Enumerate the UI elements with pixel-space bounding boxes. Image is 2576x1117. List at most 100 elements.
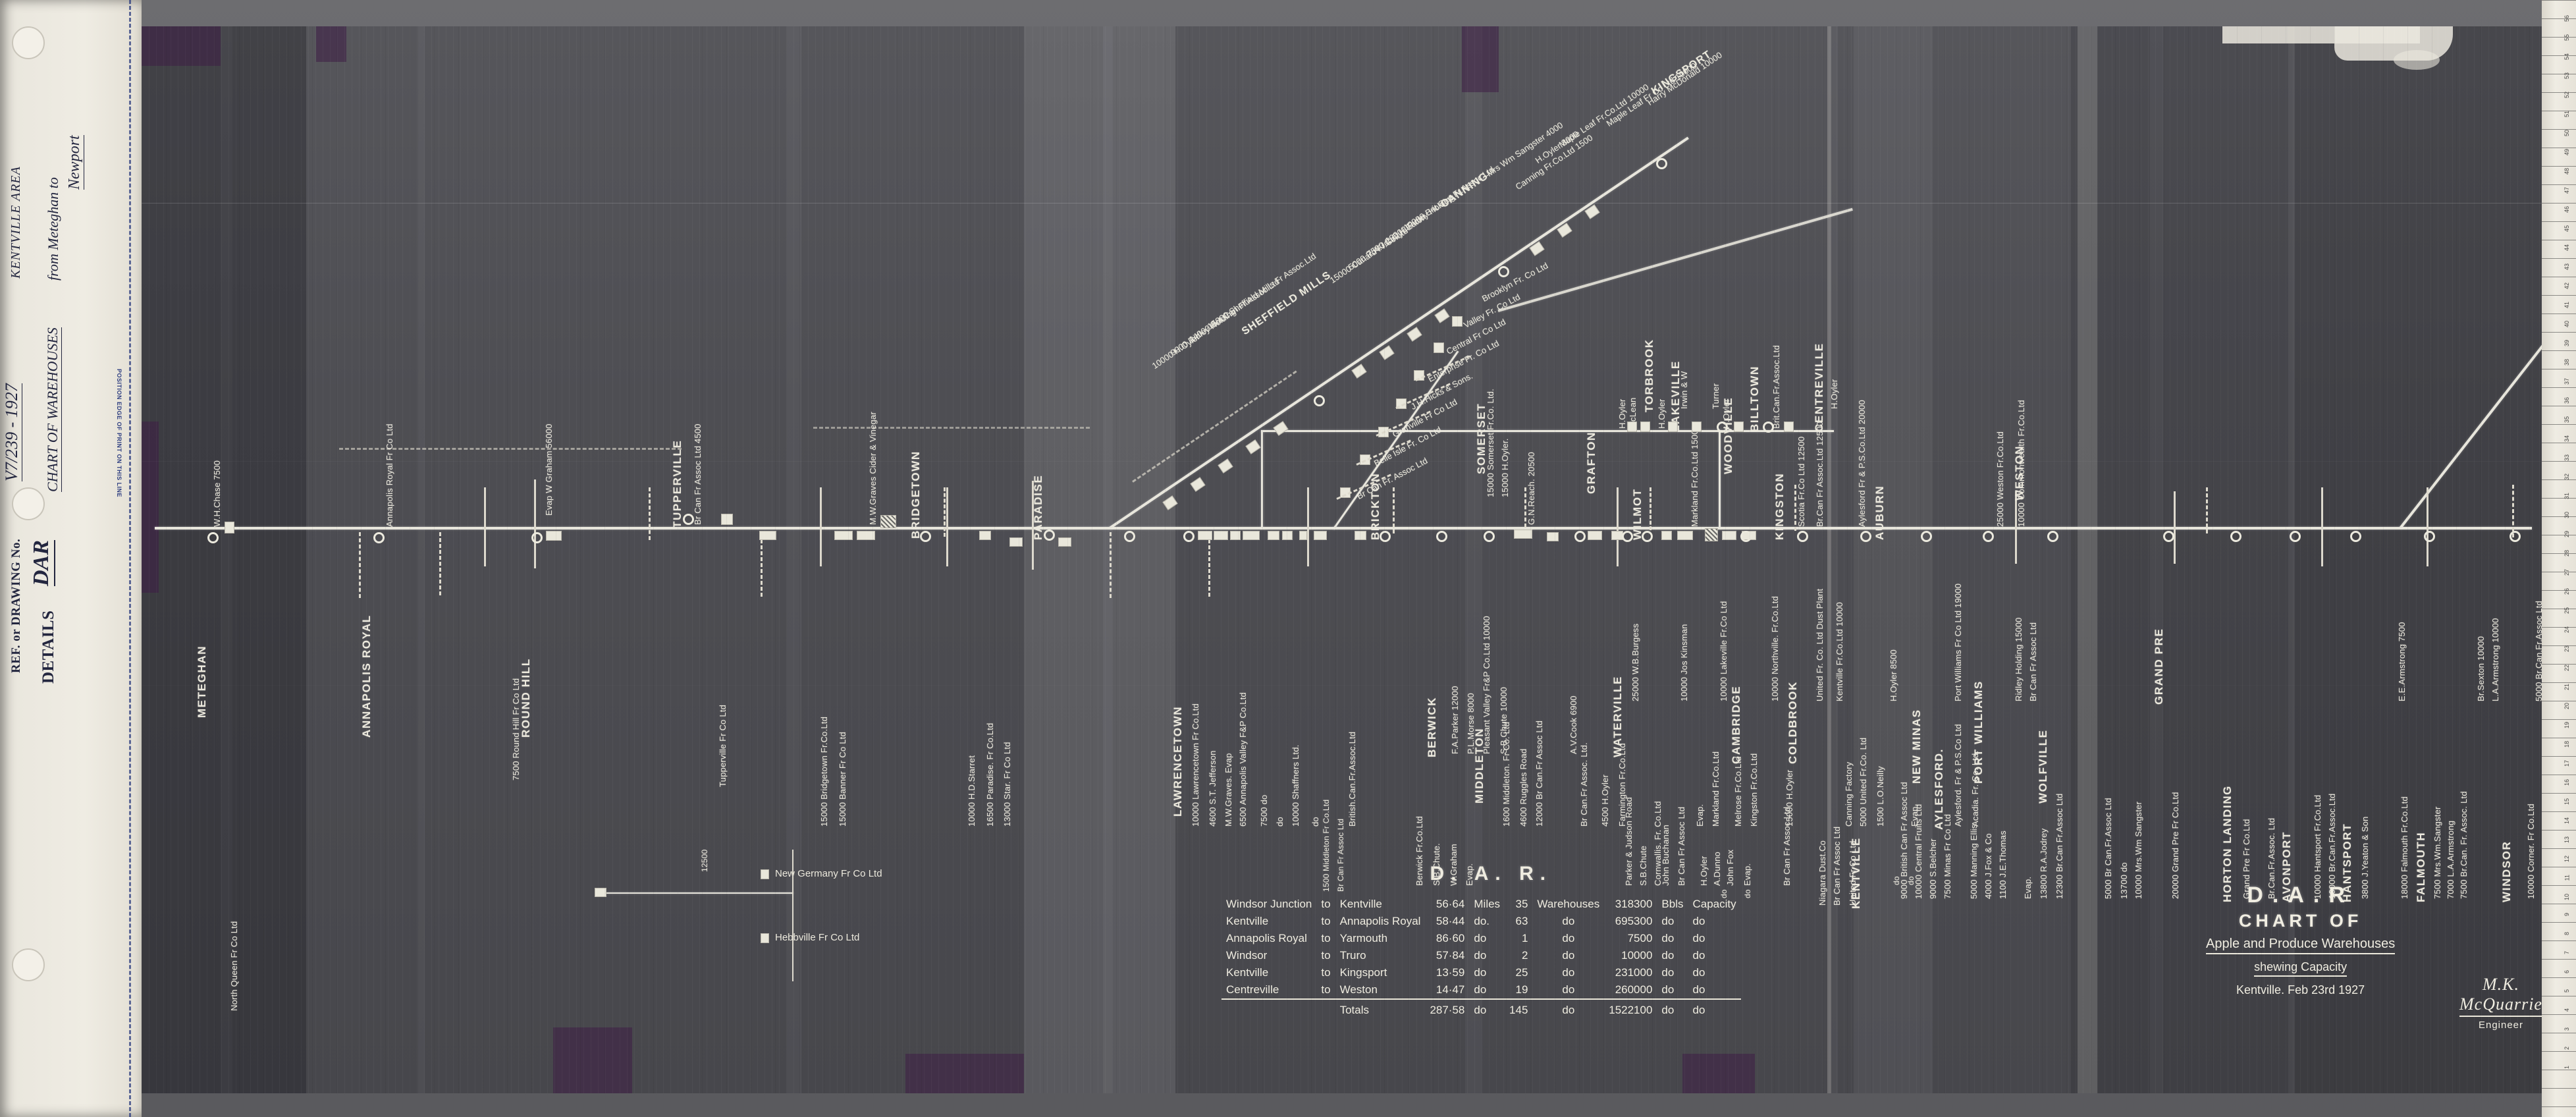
weston-connector bbox=[1261, 430, 1263, 529]
warehouse-star-frco: 13000 Star. Fr Co Ltd bbox=[1002, 742, 1012, 827]
warehouse-brickton-brcan: British.Can.Fr.Assoc.Ltd bbox=[1347, 731, 1357, 827]
warehouse-newminas-brcan: 9000 British Can Fr Assoc Ltd bbox=[1899, 782, 1909, 899]
warehouse-jos-kinsman: 10000 Jos Kinsman bbox=[1679, 624, 1689, 701]
ruler-number: 32 bbox=[2563, 474, 2570, 481]
warehouse-middleton-brcan: 12000 Br Can.Fr Assoc Ltd bbox=[1534, 720, 1544, 827]
signature-block: M.K. McQuarrie Engineer bbox=[2459, 975, 2542, 1031]
warehouse-shaffners-do: do bbox=[1310, 817, 1320, 827]
warehouse-canning-factory: Canning Factory bbox=[1844, 761, 1854, 827]
warehouse-bridgetown-frco: 15000 Bridgetown Fr.Co.Ltd bbox=[819, 716, 829, 827]
station-label-new-minas: NEW MINAS bbox=[1910, 709, 1923, 784]
warehouse-scotia-frco: Scotia Fr.Co Ltd 12500 bbox=[1796, 436, 1806, 527]
row-miles: 58·44 bbox=[1436, 915, 1465, 927]
ruler-number: 22 bbox=[2563, 665, 2570, 672]
ruler-number: 37 bbox=[2563, 378, 2570, 385]
warehouse-ee-armstrong: E.E.Armstrong 7500 bbox=[2397, 622, 2407, 701]
ruler-number: 46 bbox=[2563, 206, 2570, 213]
ruler-number: 41 bbox=[2563, 302, 2570, 309]
row-to: Yarmouth bbox=[1339, 932, 1388, 944]
row-cap-unit: do bbox=[1661, 932, 1675, 944]
row-wh-unit: do bbox=[1562, 915, 1575, 927]
ruler-number: 47 bbox=[2563, 187, 2570, 194]
kentville-area-note: KENTVILLE AREA bbox=[9, 166, 23, 279]
warehouse-northville-frco: 10000 Northville. Fr.Co.Ltd bbox=[1770, 595, 1780, 701]
ruler-number: 53 bbox=[2563, 72, 2570, 80]
row-miles: 14·47 bbox=[1436, 983, 1465, 996]
station-label-wolfville: WOLFVILLE bbox=[2037, 729, 2049, 804]
summary-heading: D. A. R. bbox=[1430, 863, 1553, 885]
warehouse-av-do-1: 7500 do bbox=[1259, 794, 1269, 827]
warehouse-kingston-brcan: Br.Can Fr Assoc.Ltd 12500 bbox=[1815, 421, 1825, 527]
ruler-number: 26 bbox=[2563, 588, 2570, 595]
ruler-number: 7 bbox=[2563, 951, 2570, 955]
station-label-waterville: WATERVILLE bbox=[1611, 676, 1624, 757]
row-from: Kentville bbox=[1226, 915, 1269, 927]
row-warehouses: 2 bbox=[1521, 949, 1528, 962]
print-edge-guide bbox=[129, 0, 131, 1117]
row-miles: 86·60 bbox=[1436, 932, 1465, 944]
warehouse-wolfville-brcan: Br Can Fr Assoc Ltd bbox=[2028, 622, 2038, 701]
warehouse-kentville-frco: Kentville Fr.Co.Ltd 10000 bbox=[1835, 602, 1844, 701]
note-north-queen: North Queen Fr Co Ltd bbox=[229, 921, 239, 1011]
warehouse-weston-frco: 25000 Weston Fr.Co.Ltd bbox=[1995, 431, 2005, 527]
station-label-lawrencetown: LAWRENCETOWN bbox=[1171, 705, 1184, 817]
warehouse-grand-pre-do: 13700 do bbox=[2119, 862, 2129, 899]
row-wh-unit: do bbox=[1562, 932, 1575, 944]
ruler-number: 56 bbox=[2563, 15, 2570, 22]
warehouse-wolfville-evap: Evap. bbox=[2023, 876, 2033, 899]
warehouse-wolfville-brcan2: 12300 Br.Can Fr.Assoc Ltd bbox=[2054, 793, 2064, 899]
row-wh-unit: do bbox=[1562, 983, 1575, 996]
totals-miles: 287·58 bbox=[1425, 998, 1470, 1019]
signature-name: M.K. McQuarrie bbox=[2459, 975, 2542, 1017]
warehouse-je-thomas: 1100 J.E.Thomas bbox=[1998, 831, 2008, 899]
row-miles-unit: do bbox=[1474, 983, 1487, 996]
row-capacity: 231000 bbox=[1615, 966, 1653, 979]
ruler-number: 10 bbox=[2563, 894, 2570, 901]
branch-warehouse-hoyler-b: H.Oyler bbox=[1657, 398, 1667, 429]
warehouse-fa-parker: F.A.Parker 12000 bbox=[1450, 686, 1460, 754]
row-miles-unit: do bbox=[1474, 932, 1487, 944]
warehouse-jefferson: 4600 S.T. Jefferson bbox=[1208, 750, 1218, 827]
warehouse-av-cook: A.V.Cook 6900 bbox=[1569, 695, 1578, 754]
title-block: D.A.R CHART OF Apple and Produce Warehou… bbox=[2206, 883, 2396, 997]
ruler-number: 31 bbox=[2563, 493, 2570, 500]
ruler-number: 48 bbox=[2563, 168, 2570, 175]
details-label: DETAILS bbox=[40, 610, 57, 684]
ruler-number: 50 bbox=[2563, 130, 2570, 137]
warehouse-ruggles-road: 4600 Ruggles Road bbox=[1518, 748, 1528, 827]
warehouse-niagara-dust: Niagara Dust.Co bbox=[1817, 840, 1827, 906]
ruler-number: 55 bbox=[2563, 34, 2570, 41]
table-row: Kentville to Annapolis Royal 58·44 do. 6… bbox=[1221, 913, 1741, 930]
totals-capacity: 1522100 bbox=[1604, 998, 1657, 1019]
warehouse-round-hill: 7500 Round Hill Fr Co Ltd bbox=[511, 678, 521, 780]
station-label-grand-pre: GRAND PRE bbox=[2153, 628, 2165, 705]
signature-role: Engineer bbox=[2478, 1020, 2524, 1031]
branch-warehouse-hoyler-a: H.Oyler bbox=[1617, 398, 1627, 429]
row-warehouses: 19 bbox=[1515, 983, 1528, 996]
totals-warehouses: 145 bbox=[1505, 998, 1533, 1019]
row-capacity: 318300 bbox=[1615, 898, 1653, 910]
warehouse-ra-jodrey: 13800 R.A.Jodrey bbox=[2039, 828, 2049, 899]
warehouse-somerset-hoyler: 15000 H.Oyler. bbox=[1500, 438, 1510, 497]
warehouse-aylesford-fps: Aylesford Fr & P.S.Co.Ltd 20000 bbox=[1857, 400, 1867, 527]
summary-table: Windsor Junction to Kentville 56·64 Mile… bbox=[1221, 896, 1741, 1019]
punch-hole bbox=[12, 948, 45, 981]
warehouse-grand-pre-frco: 20000 Grand Pre Fr Co.Ltd bbox=[2170, 792, 2180, 899]
warehouse-sangster: 10000 Mrs.Wm Sangster bbox=[2133, 802, 2143, 899]
details-from: from Meteghan to bbox=[45, 177, 61, 281]
station-label-tupperville: TUPPERVILLE bbox=[671, 439, 684, 528]
row-cap-unit2: do bbox=[1692, 915, 1705, 927]
row-cap-unit2: Capacity bbox=[1692, 898, 1736, 910]
warehouse-minas-frco: 7500 Minas Fr Co Ltd bbox=[1943, 813, 1952, 899]
warehouse-markland-frco: Markland Fr.Co.Ltd bbox=[1711, 751, 1721, 827]
warehouse-kingston-frco: Kingston Fr.Co.Ltd bbox=[1749, 753, 1759, 827]
branch-station-centreville: CENTREVILLE bbox=[1813, 342, 1825, 432]
ruler-number: 6 bbox=[2563, 970, 2570, 974]
ref-label: REF. or DRAWING No. bbox=[9, 538, 23, 673]
warehouse-tupperville-frco: Tupperville Fr Co Ltd bbox=[718, 704, 728, 787]
warehouse-falmouth-sangster: 7500 Mrs.Wm.Sangster bbox=[2432, 806, 2442, 899]
warehouse-corner-frco: 10000 Corner. Fr Co.Ltd bbox=[2526, 804, 2536, 899]
row-to-word: to bbox=[1321, 915, 1331, 927]
branch-warehouse-irwin: Irwin & W bbox=[1679, 371, 1689, 409]
warehouse-br-sexton: Br.Sexton 10000 bbox=[2476, 636, 2486, 701]
